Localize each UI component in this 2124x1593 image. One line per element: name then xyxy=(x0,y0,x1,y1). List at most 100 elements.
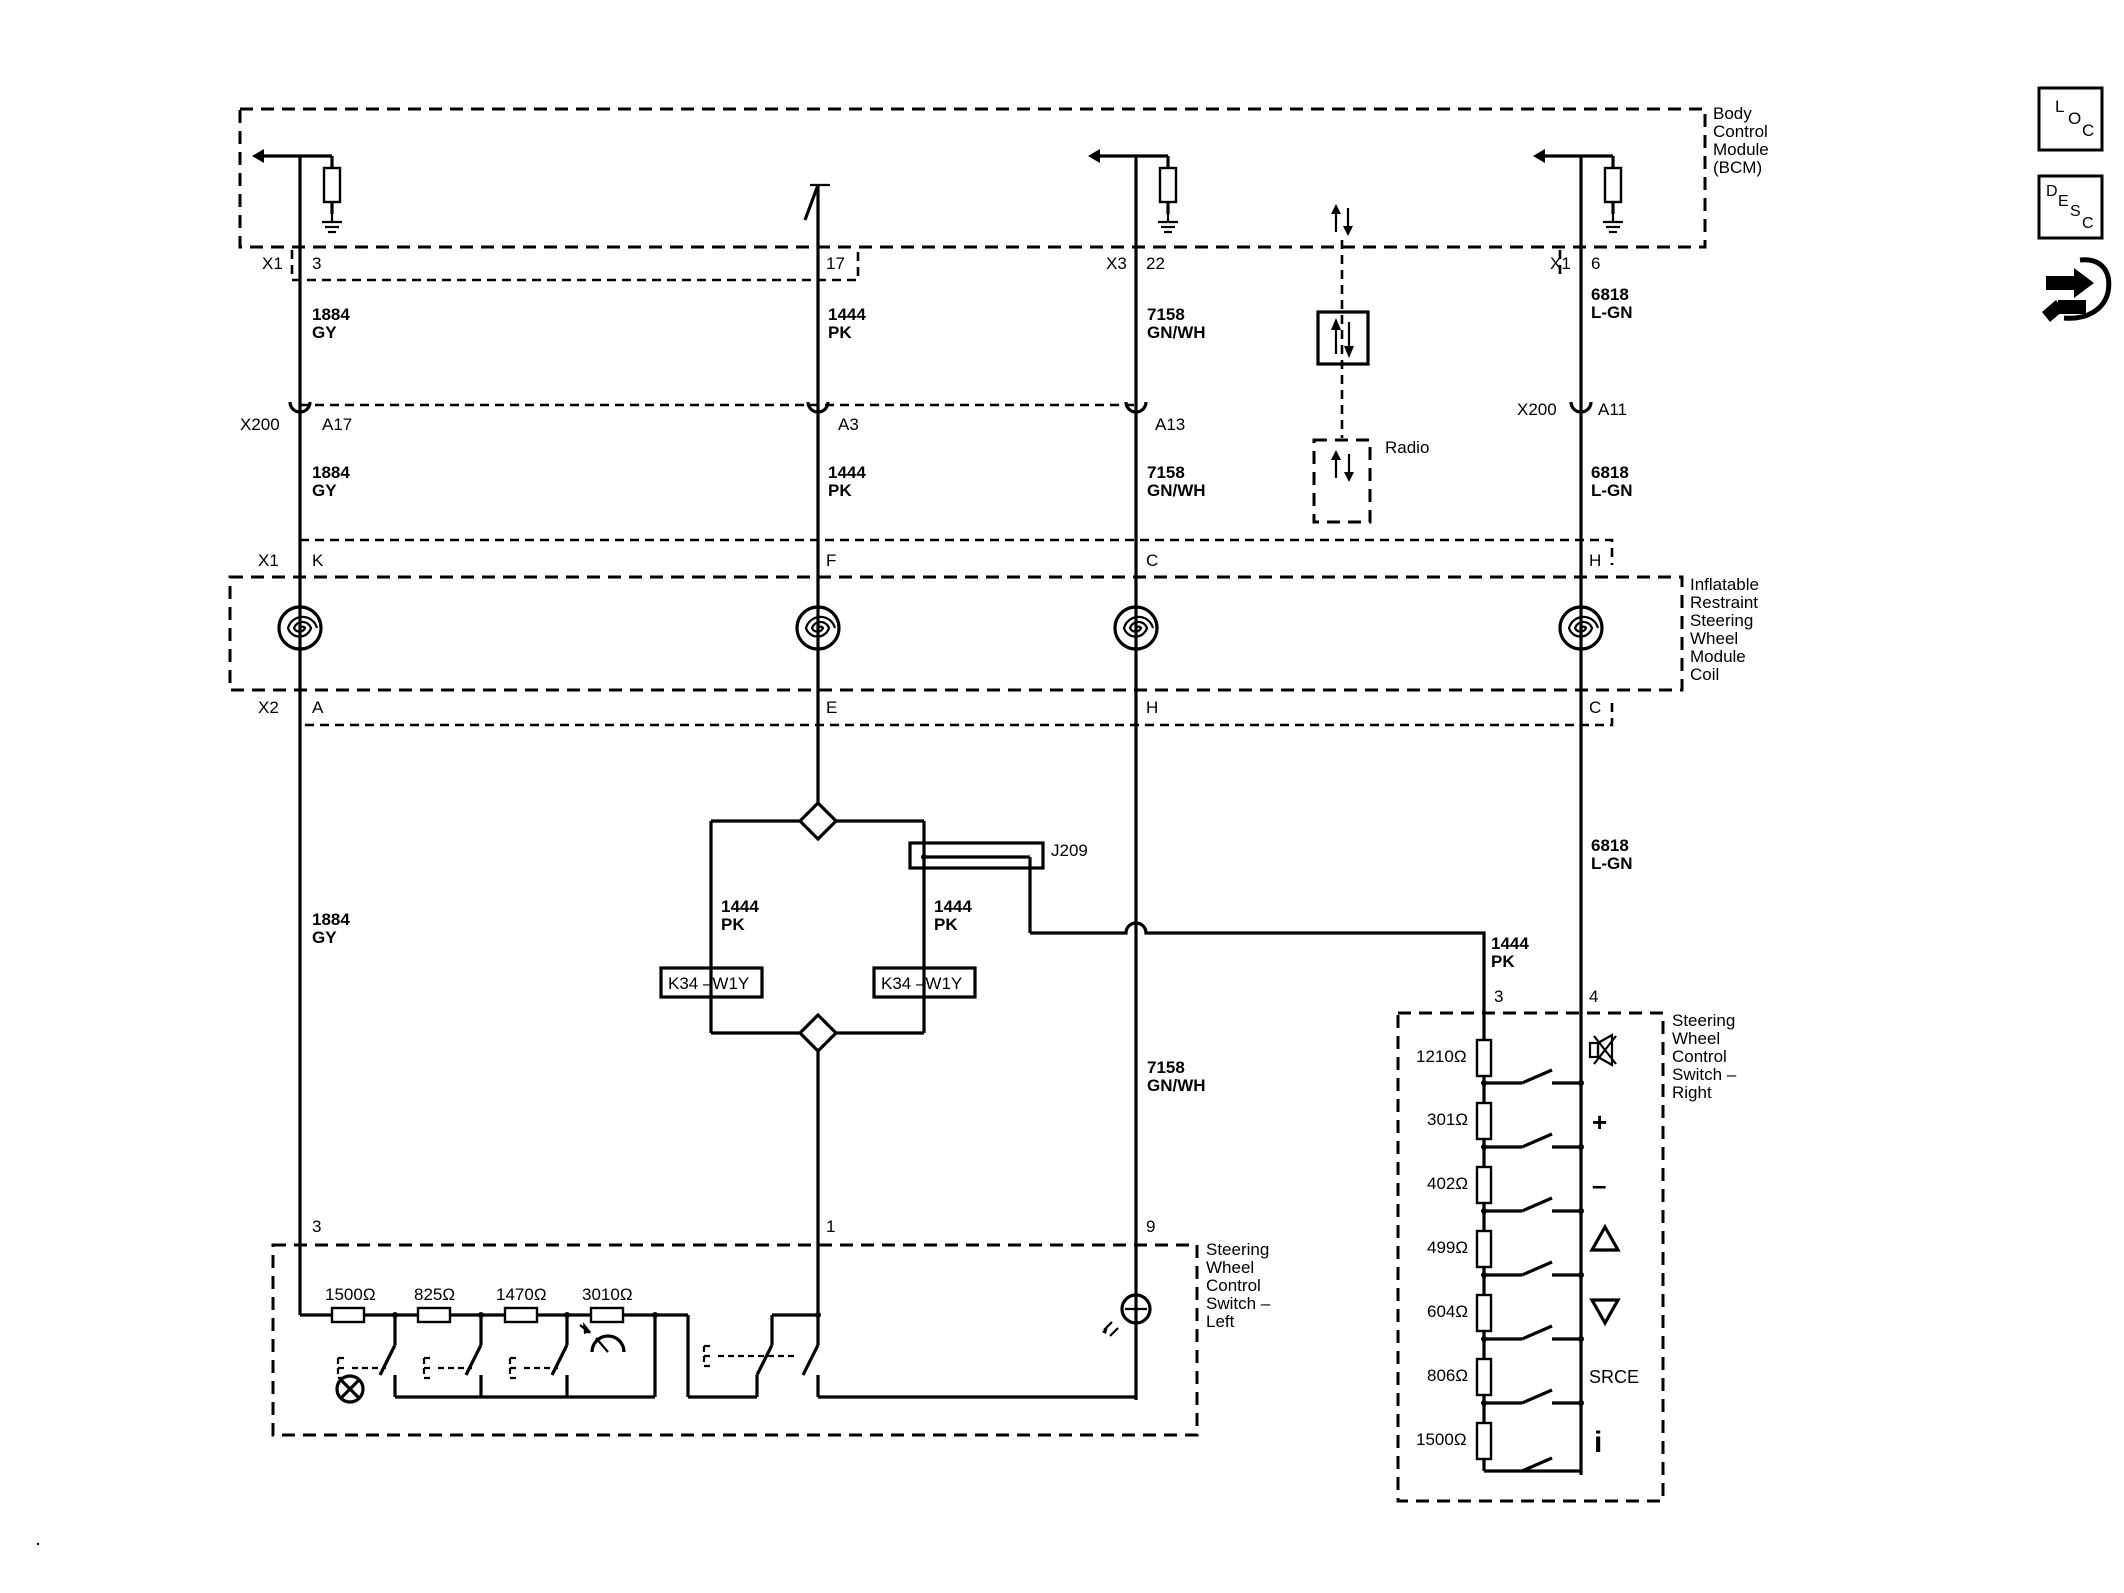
coil-pin: K xyxy=(312,551,324,570)
coil-pin: C xyxy=(1589,698,1601,717)
resistor-value: 825Ω xyxy=(414,1285,455,1304)
wire-label: 1444 xyxy=(934,897,972,916)
bcm-label-3: Module xyxy=(1713,140,1769,159)
voice-recognition-icon xyxy=(335,1374,365,1404)
bcm-connector-row: X1 3 17 X3 22 X1 6 xyxy=(262,250,1600,282)
wire-label: 1884 xyxy=(312,463,350,482)
illumination-lamp-icon xyxy=(1102,1293,1152,1337)
coil-label-5: Module xyxy=(1690,647,1746,666)
bcm-pullup-ckt6818 xyxy=(1533,149,1623,232)
resistor-value: 1210Ω xyxy=(1416,1047,1467,1066)
info-icon: i xyxy=(1594,1426,1602,1459)
loc-letter: L xyxy=(2055,97,2064,116)
wire-label: 7158 xyxy=(1147,1058,1185,1077)
resistor-value: 301Ω xyxy=(1427,1110,1468,1129)
bcm-switch-ckt1444 xyxy=(803,183,830,395)
wire-label: GN/WH xyxy=(1147,481,1206,500)
wire-label: 1884 xyxy=(312,305,350,324)
right-switch-pin: 3 xyxy=(1494,987,1503,1006)
steering-wheel-coil-module: X1 K F C H X2 A E H C Inflatable Restrai… xyxy=(228,538,1759,727)
desc-button[interactable]: D E S C xyxy=(2037,174,2104,240)
source-icon: SRCE xyxy=(1589,1367,1639,1387)
x200-label-right: X200 xyxy=(1517,400,1557,419)
x200-pin: A13 xyxy=(1155,415,1185,434)
right-switch-label-3: Control xyxy=(1672,1047,1727,1066)
bcm-module: Body Control Module (BCM) xyxy=(238,104,1769,249)
coil-pin: H xyxy=(1589,551,1601,570)
loc-button[interactable]: L O C xyxy=(2037,86,2104,152)
desc-letter: D xyxy=(2046,183,2058,200)
steering-wheel-control-switch-left: 3 1 9 Steering Wheel Control Switch – Le… xyxy=(271,1217,1271,1437)
wire-label: L-GN xyxy=(1591,854,1633,873)
wire-label: L-GN xyxy=(1591,303,1633,322)
right-switch-label-5: Right xyxy=(1672,1083,1712,1102)
wire-label: 6818 xyxy=(1591,463,1629,482)
wire-label: GY xyxy=(312,481,337,500)
stray-dot xyxy=(36,1542,40,1546)
bcm-pullup-ckt1884 xyxy=(252,149,342,232)
option-label-right: K34 –W1Y xyxy=(881,974,962,993)
radio-serial-link: Radio xyxy=(1312,240,1429,524)
resistor-value: 604Ω xyxy=(1427,1302,1468,1321)
coil-pin: H xyxy=(1146,698,1158,717)
wire-label: PK xyxy=(934,915,958,934)
left-switch-label-2: Wheel xyxy=(1206,1258,1254,1277)
loc-letter: O xyxy=(2068,109,2081,128)
coil-label-3: Steering xyxy=(1690,611,1753,630)
desc-letter: S xyxy=(2070,203,2081,220)
wire-labels-middle: 1884 GY 1444 PK 7158 GN/WH 6818 L-GN xyxy=(312,463,1633,500)
wire-label: GY xyxy=(312,323,337,342)
coil-label-6: Coil xyxy=(1690,665,1719,684)
bcm-x3-label: X3 xyxy=(1106,254,1127,273)
splice-j209: J209 1444 PK xyxy=(908,841,1529,1010)
right-switch-label-2: Wheel xyxy=(1672,1029,1720,1048)
wire-labels-upper: 1884 GY 1444 PK 7158 GN/WH 6818 L-GN xyxy=(312,285,1633,342)
wire-label: 1444 xyxy=(1491,934,1529,953)
bcm-label-1: Body xyxy=(1713,104,1752,123)
left-switch-label-5: Left xyxy=(1206,1312,1235,1331)
wire-label: PK xyxy=(828,323,852,342)
coil-pin: A xyxy=(312,698,324,717)
resistor-value: 806Ω xyxy=(1427,1366,1468,1385)
bcm-x1-label-right: X1 xyxy=(1550,254,1571,273)
tool-icon[interactable] xyxy=(2042,257,2112,322)
bcm-pullup-ckt7158 xyxy=(1088,149,1178,232)
bcm-x1-label: X1 xyxy=(262,254,283,273)
resistor-value: 1500Ω xyxy=(325,1285,376,1304)
right-switch-label-4: Switch – xyxy=(1672,1065,1737,1084)
wire-label: PK xyxy=(721,915,745,934)
volume-down-icon: – xyxy=(1592,1170,1606,1200)
wire-label: 6818 xyxy=(1591,285,1629,304)
wire-label: 7158 xyxy=(1147,463,1185,482)
wire-label: 1884 xyxy=(312,910,350,929)
option-box-left xyxy=(659,966,764,999)
coil-label-4: Wheel xyxy=(1690,629,1738,648)
steering-wheel-control-switch-right: 3 4 Steering Wheel Control Switch – Righ… xyxy=(1396,987,1737,1503)
resistor-value: 1500Ω xyxy=(1416,1430,1467,1449)
seek-down-icon xyxy=(1589,1298,1621,1327)
left-switch-pin: 9 xyxy=(1146,1217,1155,1236)
wire-label: L-GN xyxy=(1591,481,1633,500)
x200-connector: X200 A17 A3 A13 X200 A11 xyxy=(240,400,1627,434)
coil-pin: E xyxy=(826,698,837,717)
wire-label: 1444 xyxy=(721,897,759,916)
wire-labels-lower: 1884 GY 7158 GN/WH 6818 L-GN xyxy=(312,836,1633,1095)
wire-label: GN/WH xyxy=(1147,1076,1206,1095)
loc-letter: C xyxy=(2082,121,2094,140)
desc-letter: C xyxy=(2082,215,2094,232)
resistor-value: 3010Ω xyxy=(582,1285,633,1304)
wire-label: GN/WH xyxy=(1147,323,1206,342)
x200-pin: A11 xyxy=(1598,400,1627,419)
mute-icon xyxy=(1588,1033,1617,1067)
left-switch-label-3: Control xyxy=(1206,1276,1261,1295)
desc-letter: E xyxy=(2058,193,2069,210)
bcm-pin-17: 17 xyxy=(826,254,845,273)
left-switch-label-1: Steering xyxy=(1206,1240,1269,1259)
serial-data-icon xyxy=(1331,204,1353,236)
right-switch-pin: 4 xyxy=(1589,987,1598,1006)
wire-label: GY xyxy=(312,928,337,947)
coil-x1-label: X1 xyxy=(258,551,279,570)
option-splice-network: K34 –W1Y K34 –W1Y 1444 PK 1444 PK xyxy=(659,800,977,1315)
speed-control-icon xyxy=(579,1322,626,1353)
